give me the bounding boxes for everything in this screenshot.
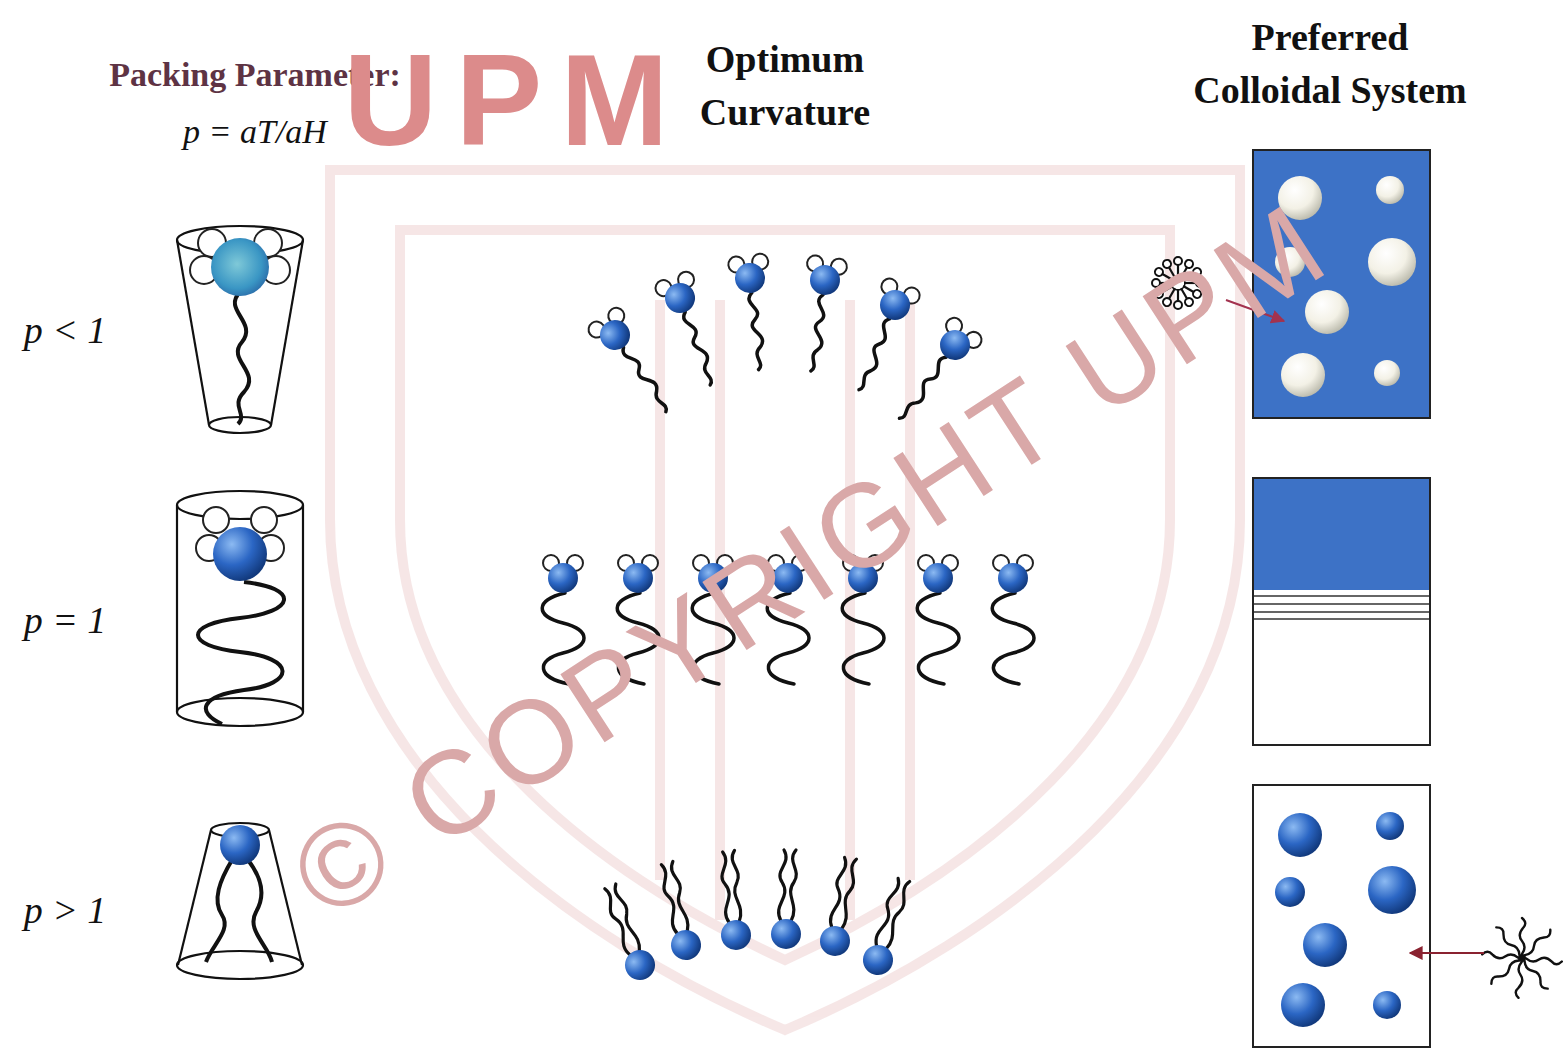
lamellar-box xyxy=(1253,478,1430,745)
column-heading: Preferred Colloidal System xyxy=(1180,11,1480,117)
watermark: © COPYRIGHT UPM xyxy=(268,175,1352,945)
cylinder-shape xyxy=(177,491,303,726)
row-label: p = 1 xyxy=(24,598,107,642)
watermark-logo: UPM xyxy=(344,25,687,175)
cone-amphiphile xyxy=(190,229,290,424)
column-heading: Optimum Curvature xyxy=(665,33,905,139)
inverted-cone-amphiphile xyxy=(206,825,272,962)
reverse-micelle-icon xyxy=(1482,918,1562,998)
water-in-oil-box xyxy=(1253,785,1430,1047)
cylinder-amphiphile xyxy=(196,507,284,724)
reverse-curved-monolayer xyxy=(593,850,915,985)
pointer-arrow xyxy=(1410,952,1484,954)
row-label: p < 1 xyxy=(24,308,107,352)
cone-shape xyxy=(177,226,303,433)
row-label: p > 1 xyxy=(24,888,107,932)
formula: p = aT/aH xyxy=(183,113,327,151)
